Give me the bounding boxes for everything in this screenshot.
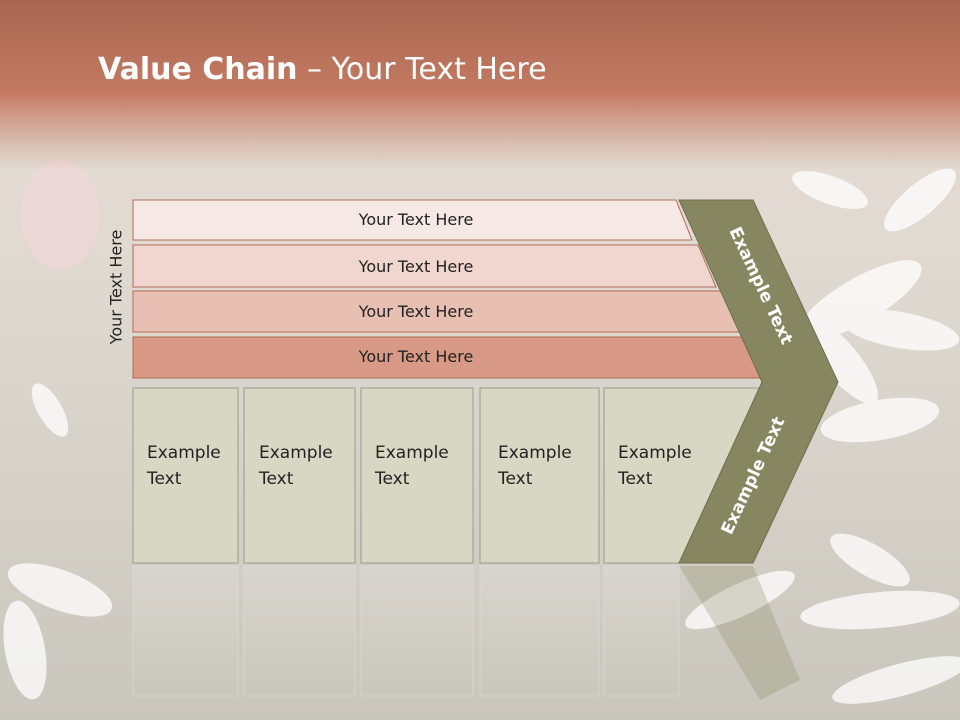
row-label: Your Text Here — [358, 210, 474, 229]
title-bold: Value Chain — [98, 52, 298, 87]
reflection-box — [132, 565, 239, 697]
reflection-box — [360, 565, 474, 697]
activity-box-1: Example Text — [132, 387, 239, 564]
box-line-1: Example — [259, 443, 333, 463]
box-line-2: Text — [497, 469, 533, 489]
reflection-box — [479, 565, 600, 697]
activity-box-3: Example Text — [360, 387, 474, 564]
row-banner-4: Your Text Here — [132, 336, 764, 379]
reflection-chevron — [679, 566, 800, 700]
box-shape — [479, 387, 600, 564]
row-banner-1: Your Text Here — [132, 199, 693, 241]
row-shape — [132, 199, 693, 241]
box-shape — [243, 387, 356, 564]
row-shape — [132, 244, 717, 288]
row-banner-3: Your Text Here — [132, 290, 741, 333]
box-line-2: Text — [146, 469, 182, 489]
row-label: Your Text Here — [358, 302, 474, 321]
activity-box-4: Example Text — [479, 387, 600, 564]
row-label: Your Text Here — [358, 257, 474, 276]
slide-title: Value Chain – Your Text Here — [98, 52, 547, 87]
chevron-shape — [678, 199, 839, 564]
reflection-box — [243, 565, 356, 697]
box-line-2: Text — [617, 469, 653, 489]
box-line-1: Example — [618, 443, 692, 463]
box-line-2: Text — [374, 469, 410, 489]
reflection-box — [603, 565, 680, 697]
row-label: Your Text Here — [358, 347, 474, 366]
title-rest: – Your Text Here — [297, 52, 547, 87]
box-shape — [360, 387, 474, 564]
box-shape — [132, 387, 239, 564]
box-line-2: Text — [258, 469, 294, 489]
box-line-1: Example — [147, 443, 221, 463]
row-banner-2: Your Text Here — [132, 244, 717, 288]
activity-box-2: Example Text — [243, 387, 356, 564]
box-line-1: Example — [375, 443, 449, 463]
diagram-reflection — [132, 565, 800, 700]
activity-box-5: Example Text — [603, 387, 763, 564]
box-line-1: Example — [498, 443, 572, 463]
